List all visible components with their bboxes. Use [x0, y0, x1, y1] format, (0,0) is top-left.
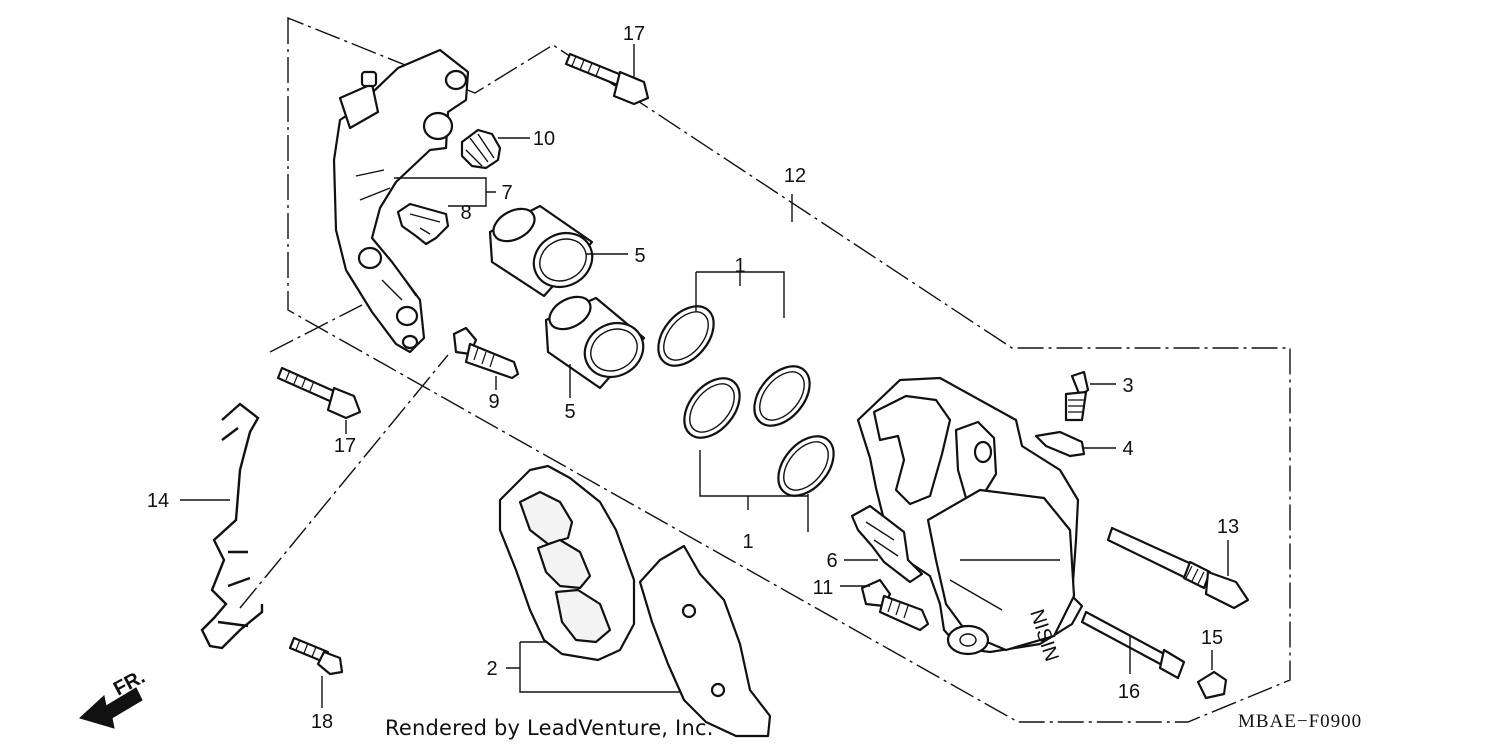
bolt-17-lower [276, 366, 362, 420]
callout-13: 14 [147, 490, 169, 512]
brake-pad-2-front [498, 464, 636, 662]
callout-1-lower: 1 [742, 531, 753, 553]
callout-8: 8 [460, 202, 471, 224]
callout-16: 16 [1118, 681, 1140, 703]
callout-10: 9 [488, 391, 499, 413]
front-direction-arrow: FR. [79, 666, 149, 729]
pad-spring-8 [396, 202, 450, 246]
caliper-bracket [332, 48, 470, 354]
callout-14: 12 [784, 165, 806, 187]
callout-18: 18 [311, 711, 333, 733]
pad-spring-6 [850, 504, 924, 584]
assembly-frame-14 [287, 16, 1291, 723]
seal-1-c [683, 377, 741, 439]
seal-1-b [753, 365, 811, 427]
callout-17-top: 17 [623, 23, 645, 45]
callout-5-lower: 5 [564, 401, 575, 423]
leader-lines [180, 44, 1229, 708]
seal-1-a [657, 305, 715, 367]
plug-15 [1196, 670, 1228, 700]
bleeder-3 [1064, 370, 1090, 422]
bleeder-cap-4 [1034, 430, 1086, 458]
pin-16 [1080, 610, 1186, 680]
piston-5-lower [544, 295, 646, 390]
pin-bolt-9 [1106, 526, 1250, 610]
callout-labels: 17 10 7 8 12 5 1 5 9 17 3 4 1 13 6 11 15… [147, 23, 1239, 733]
callout-17-lower: 17 [334, 435, 356, 457]
piston-5-upper [488, 204, 594, 298]
callout-5-upper: 5 [634, 245, 645, 267]
callout-4: 4 [1122, 438, 1133, 460]
callout-9: 13 [1217, 516, 1239, 538]
diagram-code: MBAE−F0900 [1238, 711, 1363, 732]
slide-pin-10 [452, 326, 520, 380]
pad-spring-13 [200, 402, 264, 650]
callout-2: 2 [486, 658, 497, 680]
brake-pad-2-rear [638, 544, 772, 738]
callout-11: 11 [813, 577, 834, 599]
callout-7: 7 [501, 182, 512, 204]
pin-frame [239, 354, 449, 609]
front-arrow-label: FR. [110, 666, 149, 701]
boot-12 [460, 128, 502, 170]
bracket-frame [269, 304, 363, 353]
seal-1-d [777, 435, 835, 497]
credit-text: Rendered by LeadVenture, Inc. [385, 716, 714, 740]
caliper-body: NISIN [856, 376, 1084, 664]
callout-6: 6 [826, 550, 837, 572]
callout-3: 3 [1122, 375, 1133, 397]
bolt-17-top [564, 52, 650, 106]
bolt-18 [288, 636, 344, 676]
callout-1-upper: 1 [734, 255, 745, 277]
callout-15: 15 [1201, 627, 1223, 649]
callout-12: 10 [533, 128, 555, 150]
bolt-11 [860, 578, 930, 632]
